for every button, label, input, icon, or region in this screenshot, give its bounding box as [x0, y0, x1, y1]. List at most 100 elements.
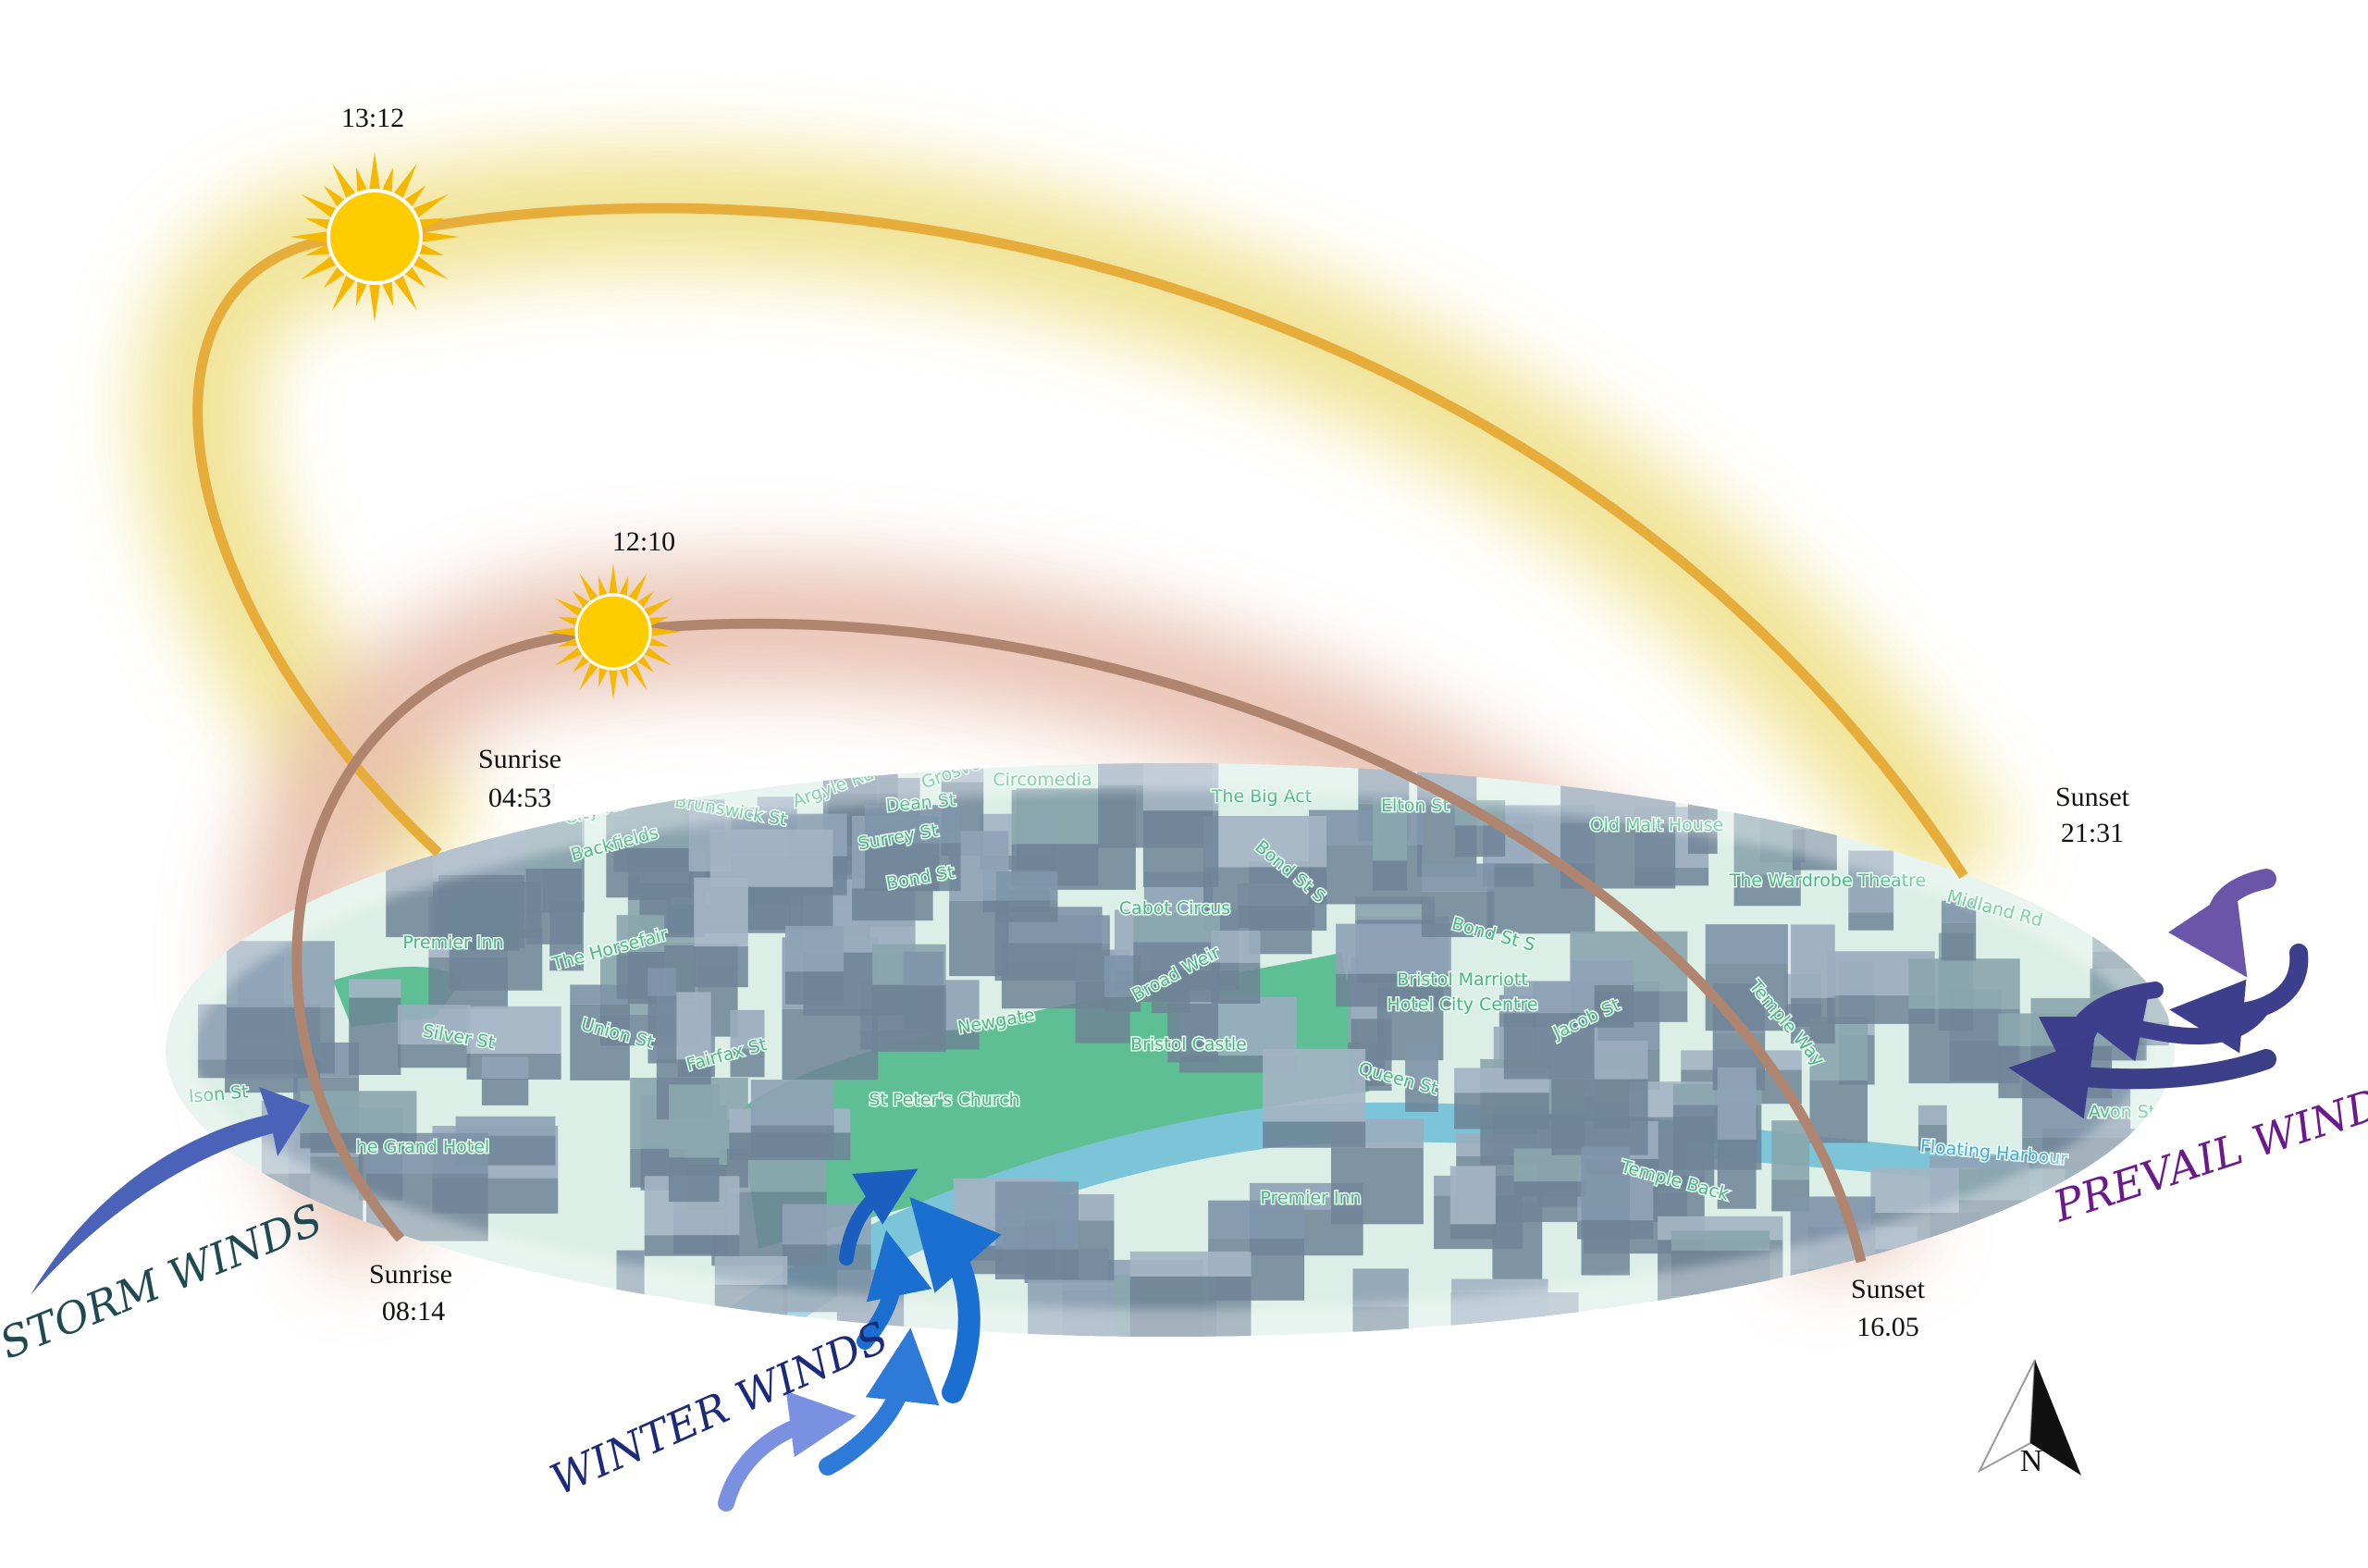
building	[648, 968, 677, 996]
building-side	[1263, 1121, 1366, 1148]
prevail-wind-arrow-icon	[2008, 1038, 2276, 1119]
building	[397, 1005, 471, 1044]
building-side	[864, 843, 961, 892]
building-side	[606, 847, 694, 898]
building	[1671, 1230, 1770, 1251]
building	[1449, 1166, 1496, 1225]
building	[1908, 958, 2020, 1009]
prevail-wind-arrow-icon	[2076, 995, 2270, 1062]
building	[864, 805, 961, 844]
building-side	[1848, 912, 1894, 931]
building-side	[1104, 996, 1141, 1012]
building	[1211, 930, 1261, 963]
building	[1352, 1268, 1409, 1307]
building-side	[1918, 1124, 1947, 1151]
sun-disc	[574, 593, 652, 671]
north-arrow-icon: N	[1977, 1359, 2081, 1478]
building-side	[1373, 860, 1408, 891]
building	[1421, 863, 1495, 892]
map-label: Premier Inn	[402, 932, 503, 953]
building-side	[782, 1008, 879, 1080]
building-side	[644, 1235, 740, 1256]
winter-wind-arrow-icon	[839, 1168, 919, 1266]
building-side	[730, 1048, 765, 1078]
building	[1011, 789, 1099, 845]
building-side	[1450, 1326, 1579, 1337]
summer-sun-icon	[290, 152, 460, 322]
building	[466, 1006, 561, 1054]
building	[570, 984, 630, 1005]
north-label: N	[2020, 1444, 2043, 1478]
map-label: Hotel City Centre	[1387, 994, 1537, 1015]
building	[903, 951, 944, 986]
building-side	[852, 888, 933, 921]
sun-disc	[327, 189, 423, 285]
building	[1503, 981, 1595, 1014]
building-side	[1503, 1013, 1595, 1080]
building-side	[1211, 962, 1261, 1004]
building	[1791, 924, 1835, 998]
building-side	[1203, 867, 1327, 932]
building-side	[1001, 943, 1110, 1009]
building-side	[525, 868, 582, 945]
winter-wind-arrow-icon	[718, 1390, 857, 1512]
prevail-wind-arrow-icon	[2167, 869, 2276, 978]
building-side	[994, 1249, 1079, 1279]
building	[1581, 1146, 1630, 1220]
winter-sunrise-time: 08:14	[382, 1296, 445, 1327]
building-side	[1142, 810, 1219, 887]
summer-peak-time: 13:12	[341, 103, 404, 133]
winter-sun-icon	[545, 563, 682, 700]
storm-wind-arrow-icon	[31, 1087, 310, 1295]
summer-sunrise-time: 04:53	[488, 783, 551, 813]
building	[1208, 1200, 1305, 1240]
building-side	[1581, 1219, 1630, 1276]
building-side	[1331, 1147, 1424, 1225]
building	[481, 1056, 529, 1079]
building-side	[1809, 1080, 1868, 1143]
building-side	[1791, 997, 1835, 1044]
prevail-wind-arrows	[2008, 869, 2309, 1119]
building	[1263, 1048, 1366, 1122]
building	[1570, 960, 1634, 985]
summer-sunset-label: Sunset	[2055, 782, 2130, 812]
winter-wind-arrow-icon	[819, 1327, 940, 1475]
building-side	[1336, 973, 1451, 1007]
building	[1918, 1105, 1947, 1125]
building	[1771, 1120, 1810, 1180]
prevail-wind-arrow-icon	[2169, 944, 2309, 1054]
map-label: Bristol Castle	[1130, 1034, 1247, 1055]
building-side	[1114, 1345, 1216, 1361]
building	[730, 1009, 765, 1049]
building-side	[1405, 1088, 1438, 1112]
building	[784, 925, 845, 972]
winter-wind-arrow-icon	[909, 1196, 1002, 1403]
building-side	[903, 985, 944, 1034]
building	[616, 915, 665, 953]
building-side	[226, 1006, 335, 1074]
building	[1373, 796, 1408, 861]
building	[995, 871, 1058, 901]
map-label: he Grand Hotel	[356, 1137, 489, 1157]
building-side	[1513, 1181, 1586, 1197]
building	[1760, 789, 1806, 809]
map-label: Cabot Circus	[1119, 898, 1230, 919]
building-side	[300, 1132, 417, 1149]
winter-sun-path	[291, 618, 1867, 1264]
summer-sunrise-label: Sunrise	[478, 744, 561, 774]
building-side	[616, 1301, 645, 1325]
building	[1203, 816, 1327, 868]
building-side	[668, 1157, 720, 1203]
building	[1717, 1067, 1757, 1140]
building-side	[1451, 1349, 1548, 1375]
building-side	[349, 997, 401, 1075]
building-side	[225, 1077, 298, 1093]
winter-peak-time: 12:10	[612, 526, 675, 557]
building	[994, 1181, 1079, 1250]
map-label: Premier Inn	[1260, 1188, 1361, 1208]
building	[1792, 804, 1837, 830]
winter-wind-arrows	[718, 1168, 1002, 1512]
map-label: St Peter's Church	[869, 1090, 1019, 1110]
building	[1133, 912, 1220, 943]
building-side	[750, 1125, 834, 1157]
